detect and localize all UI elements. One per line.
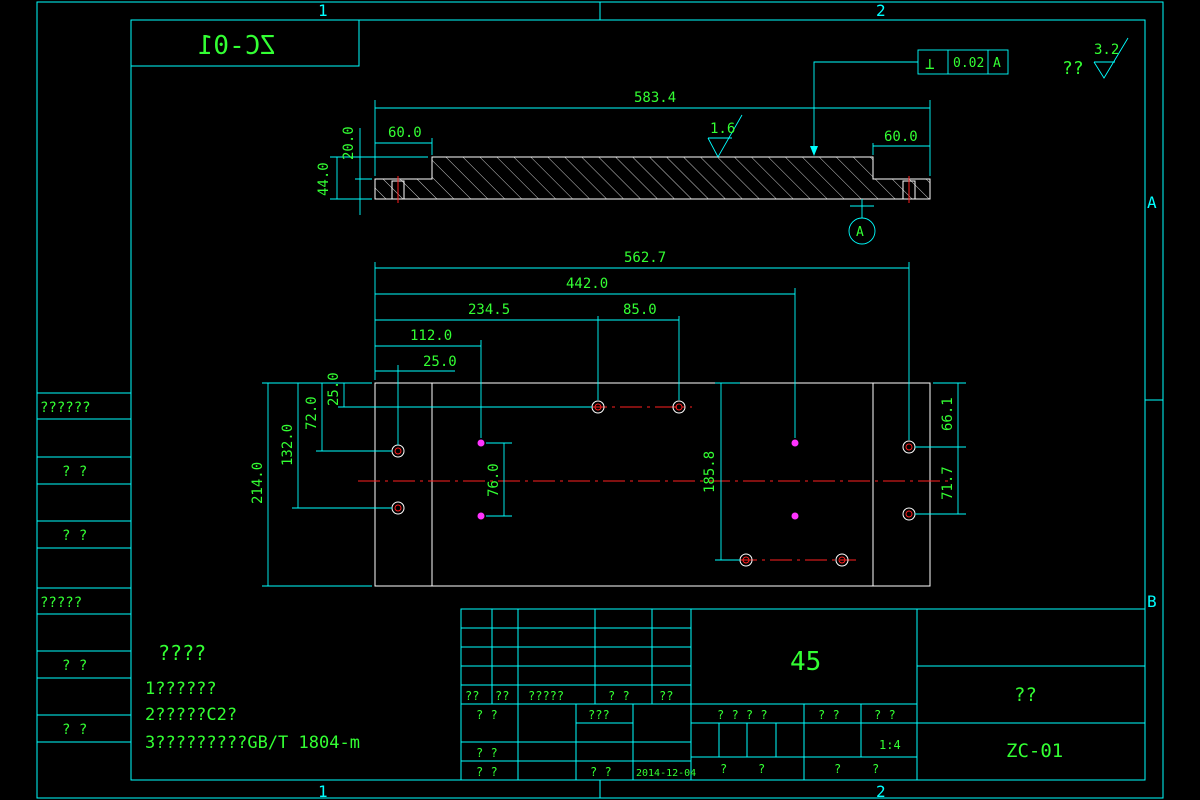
sheet-label-4: ? bbox=[872, 762, 879, 776]
stage-label: ? ? ? ? bbox=[717, 708, 768, 722]
part-name: ?? bbox=[1014, 684, 1037, 706]
scale-label: ? ? bbox=[874, 708, 896, 722]
zone-a: A bbox=[1147, 193, 1157, 212]
roughness-symbol-icon bbox=[1093, 37, 1129, 79]
dim-height-25: 25.0 bbox=[326, 372, 342, 406]
dim-right-step: 60.0 bbox=[884, 129, 918, 145]
strip-label-5: ? ? bbox=[62, 658, 87, 674]
zone-top-1: 1 bbox=[318, 1, 328, 20]
strip-label-2: ? ? bbox=[62, 464, 87, 480]
zone-top-2: 2 bbox=[876, 1, 886, 20]
strip-label-4: ????? bbox=[40, 595, 82, 611]
holes bbox=[391, 400, 916, 567]
notes-line-1: 1?????? bbox=[145, 679, 217, 699]
part-code: ZC-01 bbox=[1006, 740, 1063, 762]
dim-height-132: 132.0 bbox=[280, 424, 296, 466]
dim-height-76: 76.0 bbox=[486, 463, 502, 497]
dim-overall-length: 583.4 bbox=[634, 90, 676, 106]
dim-width-234: 234.5 bbox=[468, 302, 510, 318]
mirrored-code: ZC-01 bbox=[198, 31, 276, 61]
date-value: 2014-12-04 bbox=[636, 768, 696, 779]
tolerance-value: 0.02 bbox=[953, 56, 984, 71]
left-strip bbox=[37, 392, 131, 743]
zone-b: B bbox=[1147, 592, 1157, 611]
sheet-label-3: ? bbox=[834, 762, 841, 776]
dim-width-562: 562.7 bbox=[624, 250, 666, 266]
zone-bottom-2: 2 bbox=[876, 782, 886, 800]
dim-height-72: 72.0 bbox=[304, 396, 320, 430]
standard-label: ??? bbox=[588, 708, 610, 722]
material: 45 bbox=[790, 647, 821, 677]
dim-width-442: 442.0 bbox=[566, 276, 608, 292]
designer-label: ? ? bbox=[476, 708, 498, 722]
dim-width-25: 25.0 bbox=[423, 354, 457, 370]
checker-label: ? ? bbox=[476, 746, 498, 760]
sheet-label-1: ? bbox=[720, 762, 727, 776]
notes-title: ???? bbox=[158, 641, 206, 665]
notes-line-3: 3?????????GB/T 1804-m bbox=[145, 733, 360, 753]
rev-header-3: ????? bbox=[528, 689, 564, 703]
title-block bbox=[460, 608, 1146, 781]
dim-height-214: 214.0 bbox=[250, 462, 266, 504]
datum-label: A bbox=[856, 225, 864, 240]
weight-label: ? ? bbox=[818, 708, 840, 722]
dim-width-85: 85.0 bbox=[623, 302, 657, 318]
perpendicularity-frame bbox=[810, 49, 1009, 156]
rev-header-5: ?? bbox=[659, 689, 673, 703]
roughness-top-value: 1.6 bbox=[710, 121, 735, 137]
tolerance-datum: A bbox=[993, 56, 1001, 71]
side-view bbox=[374, 156, 931, 203]
strip-label-1: ?????? bbox=[40, 400, 91, 416]
side-dimensions bbox=[330, 100, 931, 245]
roughness-other-label: ?? bbox=[1062, 58, 1084, 79]
dim-height-66: 66.1 bbox=[940, 397, 956, 431]
dim-thickness: 44.0 bbox=[316, 162, 332, 196]
dim-left-step: 60.0 bbox=[388, 125, 422, 141]
perpendicular-icon: ⊥ bbox=[925, 54, 935, 73]
process-label: ? ? bbox=[476, 765, 498, 779]
dim-step-height: 20.0 bbox=[341, 126, 357, 160]
scale-value: 1:4 bbox=[879, 738, 901, 752]
notes-line-2: 2?????C2? bbox=[145, 705, 237, 725]
plan-dimensions bbox=[262, 262, 966, 587]
rev-header-2: ?? bbox=[495, 689, 509, 703]
rev-header-1: ?? bbox=[465, 689, 479, 703]
dim-width-112: 112.0 bbox=[410, 328, 452, 344]
plan-view bbox=[358, 382, 948, 587]
approve-label: ? ? bbox=[590, 765, 612, 779]
strip-label-3: ? ? bbox=[62, 528, 87, 544]
rev-header-4: ? ? bbox=[608, 689, 630, 703]
dim-height-71: 71.7 bbox=[940, 466, 956, 500]
zone-bottom-1: 1 bbox=[318, 782, 328, 800]
sheet-label-2: ? bbox=[758, 762, 765, 776]
dim-height-185: 185.8 bbox=[702, 451, 718, 493]
roughness-other-value: 3.2 bbox=[1094, 42, 1119, 58]
strip-label-6: ? ? bbox=[62, 722, 87, 738]
